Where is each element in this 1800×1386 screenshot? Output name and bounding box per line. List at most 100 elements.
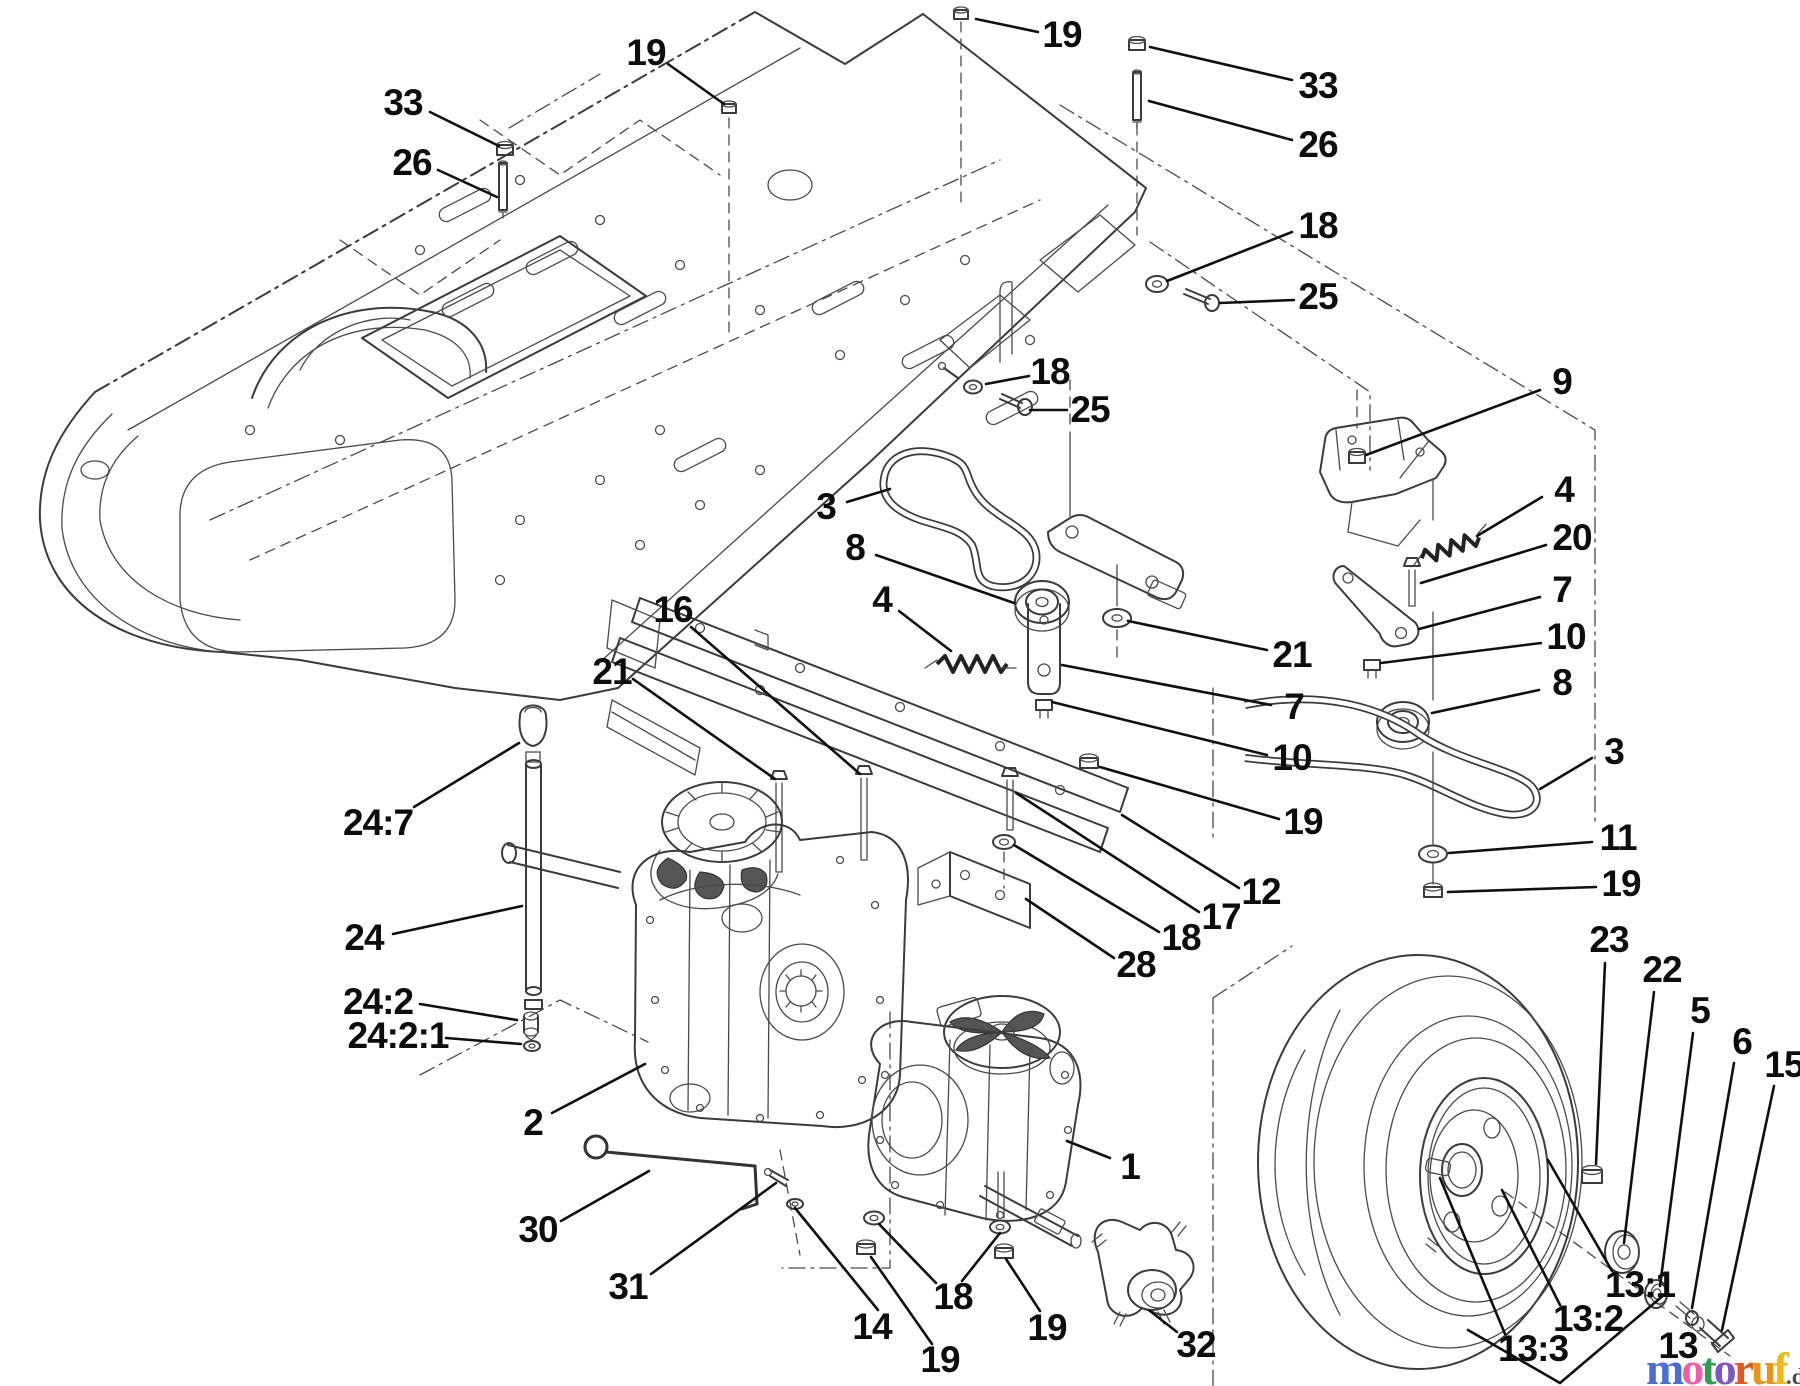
leader-line-4 [897,609,953,653]
leader-line-8 [874,553,1016,605]
belt-lower-right [1244,695,1541,819]
part-label-32: 32 [1176,1324,1216,1365]
part-label-6: 6 [1732,1021,1753,1062]
part-label-25: 25 [1070,389,1110,430]
part-label-7: 7 [1552,569,1573,610]
part-label-10: 10 [1272,737,1312,778]
part-label-19: 19 [920,1339,960,1380]
chassis-frame [38,11,1147,701]
transaxle-right [763,995,1082,1259]
leader-line-33 [1148,45,1294,82]
bolt-17 [1001,767,1019,831]
bellcrank-lever [1047,431,1187,610]
nut-19-right [1423,882,1443,898]
axle-shaft [979,1185,1082,1249]
leader-line-24-7 [412,741,521,809]
frame-holes [80,169,1036,586]
part-label-21: 21 [1272,634,1312,675]
leader-line-11 [1447,840,1594,855]
leader-line-2 [550,1062,647,1115]
part-label-10: 10 [1546,616,1586,657]
washer-18-deck [992,834,1016,889]
logo-letter: t [1701,1343,1716,1386]
leader-line-24-2 [418,1002,519,1022]
logo-letter: m [1646,1343,1684,1386]
spring-4-right [1413,523,1487,567]
nut-19-left-mount [856,1239,876,1255]
top-fasteners [496,6,1220,416]
part-label-25: 25 [1298,276,1338,317]
leader-line-7 [1417,595,1542,631]
leader-line-19 [1004,1257,1042,1313]
part-label-2: 2 [523,1102,544,1143]
part-label-31: 31 [608,1266,648,1307]
shift-rod-24 [518,704,548,1052]
logo-letter: f [1773,1343,1789,1386]
idler-assembly-center [924,431,1187,719]
leader-line-10 [1050,700,1269,757]
leader-line-31 [649,1181,778,1276]
nut-33-right [1128,35,1146,51]
motoruf-domain-suffix: .de [1786,1364,1800,1386]
leader-line-22 [1622,990,1656,1245]
logo-letter: o [1681,1343,1704,1386]
part-label-19: 19 [1042,14,1082,55]
belt-upper [879,447,1041,592]
part-label-4: 4 [872,579,893,620]
part-label-3: 3 [816,486,837,527]
leader-line-24 [391,904,524,936]
leader-line-13-2 [1500,1188,1562,1307]
part-label-1: 1 [1120,1146,1141,1187]
part-label-26: 26 [1298,124,1338,165]
part-label-13-2: 13:2 [1552,1298,1624,1339]
part-label-13-1: 13:1 [1604,1264,1676,1305]
seat-mount-curves [251,306,488,409]
leader-line-18 [1012,843,1161,934]
part-label-7: 7 [1284,686,1305,727]
leader-line-19 [974,17,1040,34]
leader-line-24-2-1 [444,1036,523,1046]
construction-lines [419,21,1731,1386]
part-label-18: 18 [1161,917,1201,958]
leader-line-3 [845,487,892,504]
nut-19-right-mount [994,1243,1014,1259]
leader-line-21 [1126,619,1269,652]
bolt-26-right [1132,69,1142,129]
leader-line-13-1 [1546,1158,1614,1273]
part-label-24: 24 [344,917,384,958]
leader-line-10 [1379,641,1543,665]
part-label-13: 13 [1658,1325,1698,1366]
bracket-28 [917,851,1031,929]
leader-line-26 [1147,99,1294,142]
part-label-5: 5 [1690,990,1711,1031]
part-label-15: 15 [1764,1044,1800,1085]
leader-line-17 [1014,791,1201,914]
part-label-23: 23 [1589,919,1629,960]
leader-line-19 [869,1255,934,1346]
part-label-3: 3 [1604,731,1625,772]
logo-letter: o [1713,1343,1737,1386]
leader-line-14 [793,1206,880,1312]
leader-line-18 [877,1222,938,1285]
nut-19-deck [1079,753,1099,769]
motoruf-logo: motoruf [1646,1343,1789,1386]
leader-line-3 [1538,756,1594,791]
part-label-18: 18 [1298,205,1338,246]
leader-line-21 [631,677,777,781]
leader-line-19 [1098,765,1281,821]
part-label-19: 19 [626,32,666,73]
part-label-24-7: 24:7 [342,802,414,843]
frame-slots [438,187,1039,473]
part-label-24-2-1: 24:2:1 [347,1015,450,1056]
leader-line-4 [1475,495,1544,538]
fitting-24-2 [523,1011,539,1041]
part-label-19: 19 [1027,1307,1067,1348]
part-label-8: 8 [845,527,866,568]
part-label-22: 22 [1642,949,1682,990]
tension-arm-7-right [1332,565,1420,648]
nut-9-target [1348,447,1366,464]
leader-line-18 [984,374,1031,386]
part-label-20: 20 [1552,517,1592,558]
part-label-18: 18 [1030,351,1070,392]
bolt-26-left [498,160,508,219]
